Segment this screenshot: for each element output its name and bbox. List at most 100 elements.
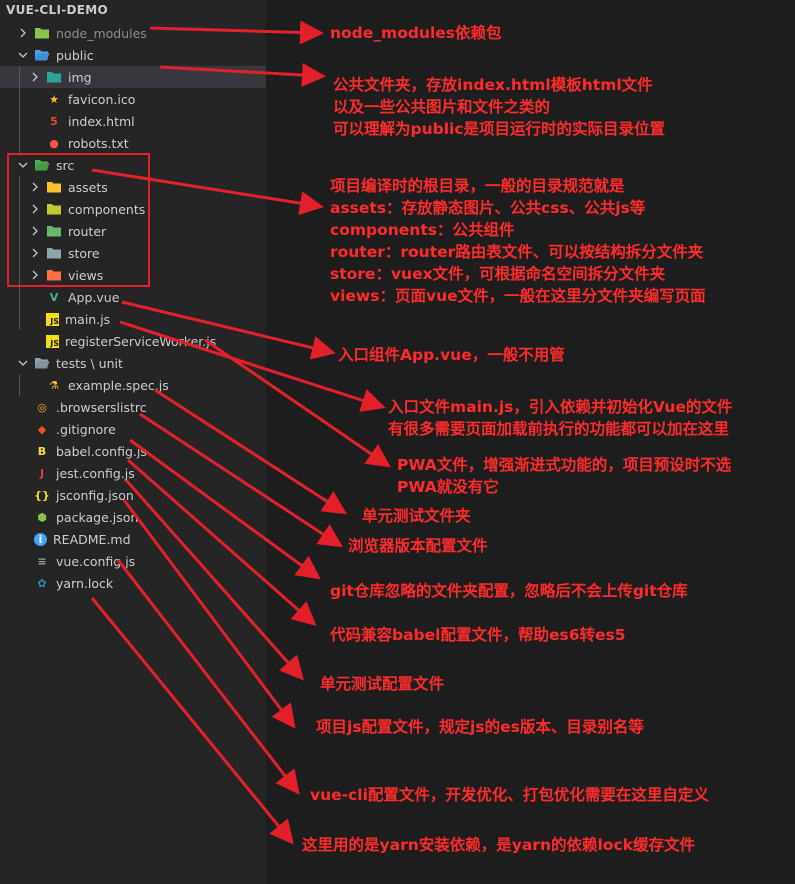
tree-item-browserslistrc[interactable]: ◎.browserslistrc xyxy=(0,396,266,418)
annotation-note: 项目编译时的根目录，一般的目录规范就是 assets：存放静态图片、公共css、公… xyxy=(330,175,706,307)
tree-item-example-spec-js[interactable]: ⚗ example.spec.js xyxy=(0,374,266,396)
robot-icon: ● xyxy=(49,136,59,150)
flask-icon: ⚗ xyxy=(49,378,59,392)
tree-item-jsconfig-json[interactable]: {}jsconfig.json xyxy=(0,484,266,506)
star-icon: ★ xyxy=(49,92,59,106)
indent-guide xyxy=(19,66,20,154)
annotation-line: node_modules依赖包 xyxy=(330,24,502,42)
chevron-down-icon xyxy=(16,48,30,62)
annotation-note: 项目js配置文件，规定js的es版本、目录别名等 xyxy=(316,716,644,738)
annotation-note: 这里用的是yarn安装依赖，是yarn的依赖lock缓存文件 xyxy=(302,834,695,856)
nodejs-icon: ⬢ xyxy=(37,510,47,524)
annotation-note: 单元测试文件夹 xyxy=(362,505,471,527)
vue-config-icon: ≡ xyxy=(37,554,47,568)
indent-guide xyxy=(19,374,20,396)
tree-item-label: vue.config.js xyxy=(56,553,136,569)
tree-item-label: views xyxy=(68,267,104,283)
tree-item-label: router xyxy=(68,223,107,239)
tree-item-label: tests \ unit xyxy=(56,355,123,371)
tree-item-label: node_modules xyxy=(56,25,147,41)
tree-item-label: registerServiceWorker.js xyxy=(65,333,217,349)
tree-item-registerserviceworker-js[interactable]: JS registerServiceWorker.js xyxy=(0,330,266,352)
annotation-line: components：公共组件 xyxy=(330,221,515,239)
tree-item-readme-md[interactable]: i README.md xyxy=(0,528,266,550)
tree-item-label: public xyxy=(56,47,94,63)
annotation-line: git仓库忽略的文件夹配置，忽略后不会上传git仓库 xyxy=(330,582,688,600)
folder-open-icon xyxy=(34,355,50,371)
annotation-note: 入口文件main.js，引入依赖并初始化Vue的文件有很多需要页面加载前执行的功… xyxy=(388,396,732,440)
annotation-line: 项目js配置文件，规定js的es版本、目录别名等 xyxy=(316,718,644,736)
views-folder-icon xyxy=(46,267,62,283)
tree-item-label: README.md xyxy=(53,531,131,547)
tree-item-src[interactable]: src xyxy=(0,154,266,176)
annotation-line: 有很多需要页面加载前执行的功能都可以加在这里 xyxy=(388,420,730,438)
indent-guide xyxy=(19,176,20,330)
annotation-note: node_modules依赖包 xyxy=(330,22,502,44)
router-folder-icon xyxy=(46,223,62,239)
src-highlight-box xyxy=(7,153,150,287)
tree-item-label: .gitignore xyxy=(56,421,116,437)
tree-item-router[interactable]: router xyxy=(0,220,266,242)
tree-item-favicon-ico[interactable]: ★ favicon.ico xyxy=(0,88,266,110)
tree-item-package-json[interactable]: ⬢package.json xyxy=(0,506,266,528)
annotation-line: 入口文件main.js，引入依赖并初始化Vue的文件 xyxy=(388,398,733,416)
annotation-line: router：router路由表文件、可以按结构拆分文件夹 xyxy=(330,243,704,261)
tree-item-node-modules[interactable]: node_modules xyxy=(0,22,266,44)
info-icon: i xyxy=(34,532,47,546)
tree-item-gitignore[interactable]: ◆ .gitignore xyxy=(0,418,266,440)
chevron-right-icon xyxy=(28,268,42,282)
tree-item-yarn-lock[interactable]: ✿yarn.lock xyxy=(0,572,266,594)
browserslist-icon: ◎ xyxy=(37,400,47,414)
annotation-line: 公共文件夹，存放index.html模板html文件 xyxy=(333,76,653,94)
tree-item-label: store xyxy=(68,245,100,261)
babel-icon: B xyxy=(37,444,47,458)
public-folder-icon xyxy=(34,47,50,63)
annotation-note: 公共文件夹，存放index.html模板html文件以及一些公共图片和文件之类的… xyxy=(333,74,665,140)
chevron-right-icon xyxy=(28,70,42,84)
tree-item-store[interactable]: store xyxy=(0,242,266,264)
tree-item-label: favicon.ico xyxy=(68,91,136,107)
annotation-note: 浏览器版本配置文件 xyxy=(348,535,488,557)
jest-icon: J xyxy=(39,466,45,480)
annotation-note: git仓库忽略的文件夹配置，忽略后不会上传git仓库 xyxy=(330,580,688,602)
chevron-right-icon xyxy=(28,224,42,238)
tree-item-views[interactable]: views xyxy=(0,264,266,286)
tree-item-public[interactable]: public xyxy=(0,44,266,66)
annotation-note: 入口组件App.vue，一般不用管 xyxy=(338,344,565,366)
chevron-right-icon xyxy=(28,180,42,194)
git-icon: ◆ xyxy=(37,422,47,436)
tree-item-img[interactable]: img xyxy=(0,66,266,88)
tree-item-label: src xyxy=(56,157,75,173)
javascript-icon: JS xyxy=(46,334,59,348)
node-modules-folder-icon xyxy=(34,25,50,41)
annotation-line: vue-cli配置文件，开发优化、打包优化需要在这里自定义 xyxy=(310,786,709,804)
tree-item-label: App.vue xyxy=(68,289,120,305)
annotation-line: assets：存放静态图片、公共css、公共js等 xyxy=(330,199,646,217)
jsconfig-icon: {} xyxy=(34,488,50,502)
tree-item-label: example.spec.js xyxy=(68,377,169,393)
assets-folder-icon xyxy=(46,179,62,195)
image-folder-icon xyxy=(46,69,62,85)
annotation-line: 浏览器版本配置文件 xyxy=(348,537,488,555)
annotation-note: 单元测试配置文件 xyxy=(320,673,444,695)
chevron-down-icon xyxy=(16,356,30,370)
annotation-note: 代码兼容babel配置文件，帮助es6转es5 xyxy=(330,624,626,646)
tree-item-label: jest.config.js xyxy=(56,465,135,481)
chevron-right-icon xyxy=(28,246,42,260)
tree-item-tests-unit[interactable]: tests \ unit xyxy=(0,352,266,374)
tree-item-label: robots.txt xyxy=(68,135,129,151)
tree-item-label: main.js xyxy=(65,311,111,327)
annotation-line: 单元测试文件夹 xyxy=(362,507,471,525)
tree-item-vue-config-js[interactable]: ≡ vue.config.js xyxy=(0,550,266,572)
annotation-line: 单元测试配置文件 xyxy=(320,675,445,693)
folder-icon xyxy=(46,245,62,261)
yarn-icon: ✿ xyxy=(37,576,47,590)
tree-item-robots-txt[interactable]: ● robots.txt xyxy=(0,132,266,154)
annotation-line: 项目编译时的根目录，一般的目录规范就是 xyxy=(330,177,625,195)
